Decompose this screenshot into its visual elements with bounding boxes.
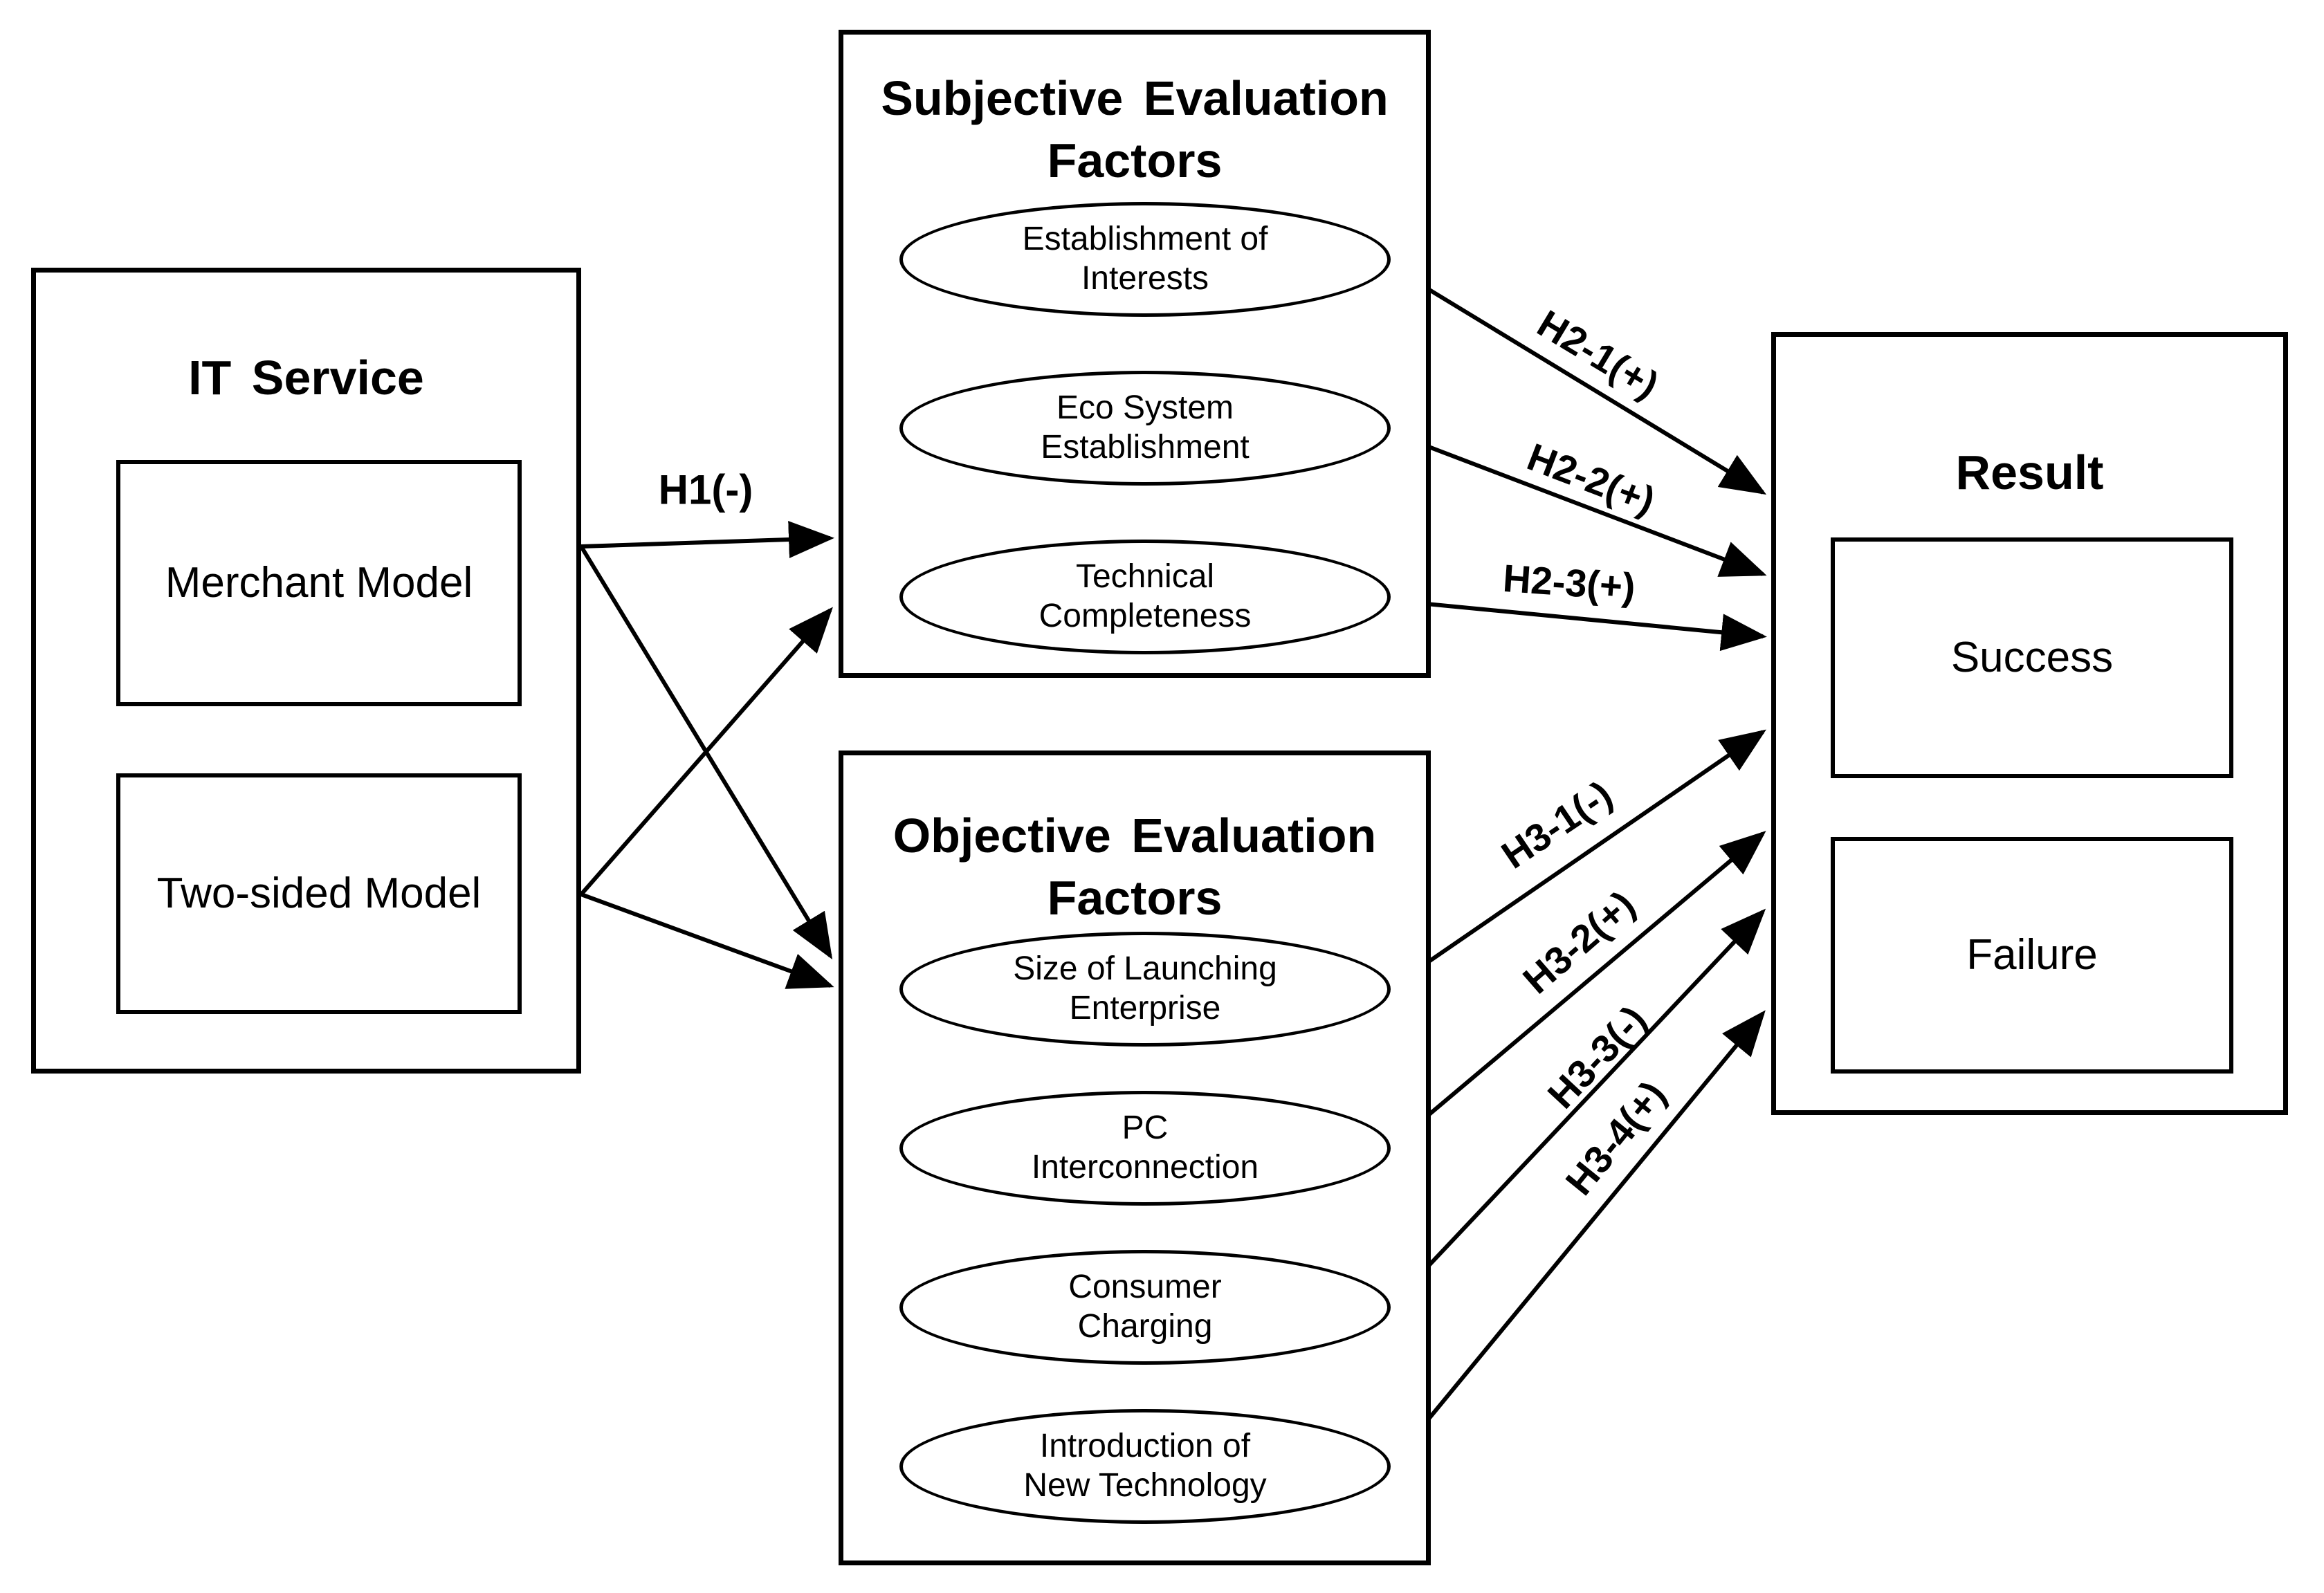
h2-1-arrow bbox=[1389, 264, 1767, 495]
result-title: Result bbox=[1955, 445, 2104, 499]
factor-text: Interests bbox=[1081, 260, 1209, 297]
merchant-model-box: Merchant Model bbox=[116, 460, 522, 706]
factor-text: Establishment of bbox=[1022, 221, 1268, 258]
failure-box: Failure bbox=[1831, 837, 2233, 1074]
factor-text: Interconnection bbox=[1031, 1149, 1259, 1186]
factor-text: Consumer bbox=[1068, 1269, 1222, 1306]
h2-3-arrow bbox=[1390, 598, 1767, 652]
it-service-box: IT Service Merchant Model Two-sided Mode… bbox=[31, 268, 581, 1074]
factor-text: Completeness bbox=[1039, 598, 1252, 634]
failure-label: Failure bbox=[1966, 930, 2098, 979]
objective-factors-title: Objective Evaluation Factors bbox=[843, 805, 1426, 929]
two-sided-model-box: Two-sided Model bbox=[116, 773, 522, 1014]
h1-arrow-twosided-to-subjective bbox=[579, 607, 833, 896]
factor-text: New Technology bbox=[1023, 1467, 1267, 1504]
h2-2-arrow bbox=[1389, 430, 1767, 577]
subjective-title-line1: Subjective Evaluation bbox=[881, 71, 1389, 125]
factor-text: PC bbox=[1122, 1109, 1169, 1147]
two-sided-model-label: Two-sided Model bbox=[156, 869, 482, 917]
h3-2-arrow bbox=[1389, 831, 1766, 1149]
objective-title-line2: Factors bbox=[1047, 870, 1223, 925]
h1-arrow-twosided-to-objective bbox=[580, 892, 834, 989]
success-box: Success bbox=[1831, 537, 2233, 778]
h2-3-label: H2-3(+) bbox=[1501, 555, 1637, 609]
factor-text: Enterprise bbox=[1069, 990, 1221, 1026]
factor-text: Charging bbox=[1077, 1308, 1213, 1345]
factor-technical-completeness: Technical Completeness bbox=[899, 540, 1391, 654]
subjective-title-line2: Factors bbox=[1047, 133, 1223, 187]
factor-introduction-of-new-technology: Introduction of New Technology bbox=[899, 1409, 1391, 1524]
factor-text: Technical bbox=[1075, 558, 1215, 596]
h3-1-arrow bbox=[1389, 729, 1766, 990]
factor-establishment-of-interests: Establishment of Interests bbox=[899, 202, 1391, 317]
subjective-factors-box: Subjective Evaluation Factors Establishm… bbox=[839, 30, 1431, 678]
objective-title-line1: Objective Evaluation bbox=[893, 809, 1377, 863]
factor-pc-interconnection: PC Interconnection bbox=[899, 1091, 1391, 1206]
h3-4-arrow bbox=[1389, 1010, 1766, 1466]
h1-label: H1(-) bbox=[658, 466, 753, 513]
factor-size-of-launching-enterprise: Size of Launching Enterprise bbox=[899, 932, 1391, 1047]
factor-text: Eco System bbox=[1056, 389, 1234, 427]
factor-text: Introduction of bbox=[1039, 1428, 1251, 1465]
subjective-factors-title: Subjective Evaluation Factors bbox=[843, 68, 1426, 192]
success-label: Success bbox=[1950, 633, 2114, 681]
result-box: Result Success Failure bbox=[1771, 332, 2288, 1115]
merchant-model-label: Merchant Model bbox=[165, 558, 473, 607]
factor-text: Size of Launching bbox=[1013, 950, 1277, 988]
h3-3-arrow bbox=[1389, 908, 1766, 1308]
factor-consumer-charging: Consumer Charging bbox=[899, 1250, 1391, 1365]
factor-eco-system-establishment: Eco System Establishment bbox=[899, 371, 1391, 486]
objective-factors-box: Objective Evaluation Factors Size of Lau… bbox=[839, 751, 1431, 1565]
factor-text: Establishment bbox=[1041, 429, 1250, 466]
h1-arrow-merchant-to-subjective bbox=[580, 521, 834, 558]
it-service-title: IT Service bbox=[188, 351, 424, 405]
